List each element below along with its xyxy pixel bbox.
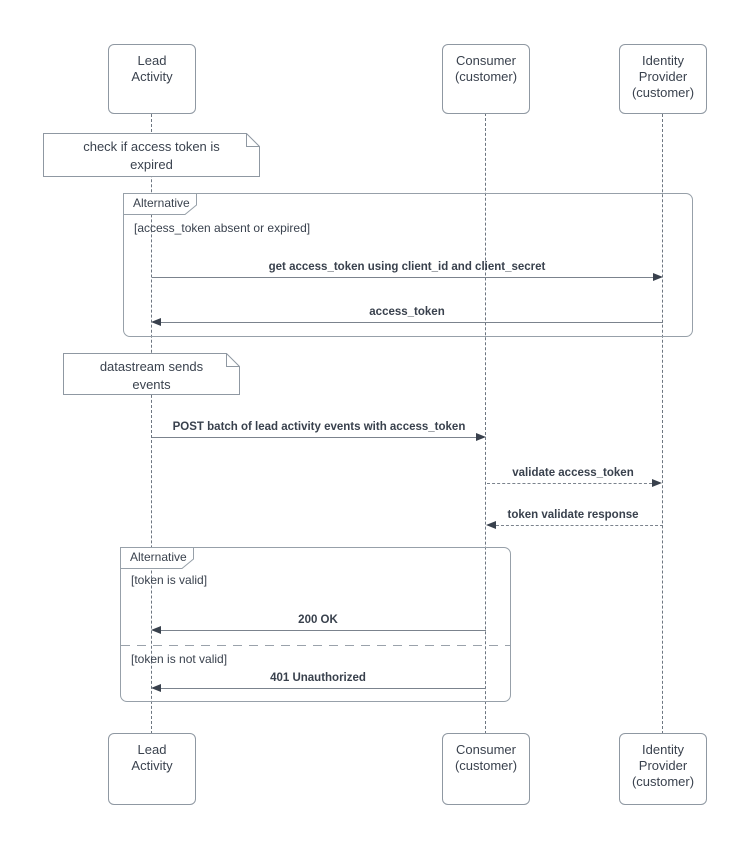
arrowhead-left-icon	[486, 521, 496, 529]
actor-identity-provider-top: Identity Provider (customer)	[619, 44, 707, 114]
alt-frame-2-guard-invalid: [token is not valid]	[131, 652, 228, 666]
alt-frame-2-guard-valid: [token is valid]	[131, 573, 208, 587]
lifeline-identity-provider	[662, 114, 663, 734]
note-shape-icon	[63, 353, 240, 395]
message-access-token-label: access_token	[369, 306, 445, 318]
actor-consumer-top: Consumer (customer)	[442, 44, 530, 114]
note-check-access-token-text: check if access token is expired	[83, 139, 220, 172]
note-datastream-events: datastream sends events	[63, 353, 240, 395]
message-validate-token-label: validate access_token	[512, 467, 634, 479]
message-401-line	[161, 688, 486, 689]
alt-frame-tab-icon	[120, 547, 194, 569]
actor-consumer-bottom-label: Consumer (customer)	[454, 742, 518, 773]
alt-frame-1-guard: [access_token absent or expired]	[134, 221, 311, 235]
actor-lead-activity-top: Lead Activity	[108, 44, 196, 114]
arrowhead-right-icon	[652, 479, 662, 487]
arrowhead-right-icon	[653, 273, 663, 281]
note-check-access-token: check if access token is expired	[43, 133, 260, 177]
actor-lead-activity-bottom: Lead Activity	[108, 733, 196, 805]
message-post-batch-line	[152, 437, 476, 438]
actor-consumer-top-label: Consumer (customer)	[454, 53, 518, 84]
message-401-label: 401 Unauthorized	[270, 672, 366, 684]
message-post-batch-label: POST batch of lead activity events with …	[172, 421, 466, 433]
message-access-token-line	[161, 322, 663, 323]
alt-frame-token-expired: Alternative [access_token absent or expi…	[123, 193, 693, 337]
note-shape-icon	[43, 133, 260, 177]
actor-identity-provider-bottom-label: Identity Provider (customer)	[631, 742, 695, 789]
arrowhead-left-icon	[151, 318, 161, 326]
arrowhead-left-icon	[151, 684, 161, 692]
message-validate-token-line	[487, 483, 652, 484]
message-token-response-line	[496, 525, 663, 526]
alt-frame-1-label: Alternative	[133, 196, 190, 210]
arrowhead-right-icon	[476, 433, 486, 441]
message-200-ok-line	[161, 630, 486, 631]
actor-identity-provider-bottom: Identity Provider (customer)	[619, 733, 707, 805]
alt-frame-token-valid: Alternative [token is valid] [token is n…	[120, 547, 511, 702]
message-token-response-label: token validate response	[507, 509, 639, 521]
actor-lead-activity-bottom-label: Lead Activity	[131, 742, 173, 773]
actor-consumer-bottom: Consumer (customer)	[442, 733, 530, 805]
actor-identity-provider-top-label: Identity Provider (customer)	[631, 53, 695, 100]
message-200-ok-label: 200 OK	[298, 614, 338, 626]
alt-frame-2-label: Alternative	[130, 550, 187, 564]
note-datastream-events-text: datastream sends events	[99, 359, 204, 392]
arrowhead-left-icon	[151, 626, 161, 634]
alt-frame-divider	[121, 645, 510, 646]
message-get-access-token-label: get access_token using client_id and cli…	[268, 261, 546, 273]
lifeline-consumer	[485, 113, 486, 734]
message-get-access-token-line	[152, 277, 653, 278]
actor-lead-activity-top-label: Lead Activity	[131, 53, 173, 84]
alt-frame-tab-icon	[123, 193, 197, 215]
lifeline-lead-activity	[151, 114, 152, 734]
